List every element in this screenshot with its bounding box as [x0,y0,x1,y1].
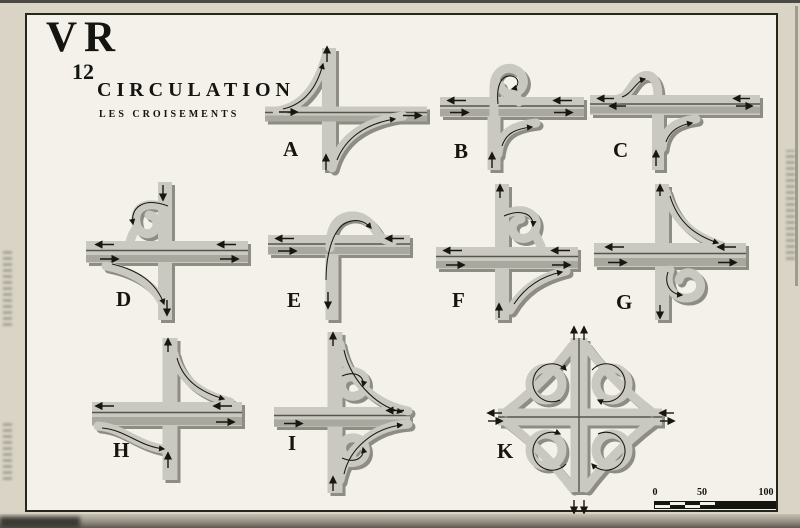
ramps [325,211,398,253]
flow-arrows [596,77,754,166]
diagram-i-graphic [274,331,416,496]
scan-edge-right [795,6,798,286]
diagram-h: H [80,334,265,483]
diagram-b: B [432,42,612,173]
scale-tick-100: 100 [758,487,774,498]
diagram-e-graphic [268,211,413,323]
flow-arrows [486,325,676,515]
diagram-b-label: B [454,139,469,163]
diagram-e-label: E [287,288,302,312]
diagram-c: C [590,42,777,173]
scale-bar-checker [655,502,715,508]
roads [498,338,662,492]
margin-bleed-text [3,420,12,480]
page-subtitle: LES CROISEMENTS [99,109,240,120]
plate-frame: VR 12 CIRCULATION LES CROISEMENTS [25,13,778,515]
scan-edge-top [0,0,800,3]
roads [274,332,410,493]
diagram-c-graphic [590,70,763,173]
diagram-g: G [594,180,777,323]
flow-arrows [442,183,572,318]
plate-number: 12 [72,59,94,84]
diagram-k-graphic [486,325,676,515]
diagram-h-graphic [92,337,245,483]
diagram-i: I [260,330,440,496]
loop-ramps [525,363,633,471]
diagram-b-graphic [440,63,587,173]
scale-bar: 0 50 100 [647,487,782,513]
scan-edge-bottom-left [0,517,80,528]
diagram-d: D [80,180,257,323]
series-label: VR [46,14,123,61]
flow-arrows [446,75,574,168]
scale-bar-rule [654,501,776,509]
diagram-h-label: H [113,438,130,462]
scale-tick-0: 0 [652,487,658,498]
flow-arrows [604,183,738,320]
diagram-e: E [260,180,435,323]
diagram-f: F [430,180,605,323]
diagram-f-label: F [452,288,465,312]
diagram-c-label: C [613,138,629,162]
diagram-k: K [484,324,699,516]
page-title: CIRCULATION [97,79,295,101]
ramps [489,63,541,159]
flow-arrows [94,337,236,468]
flow-arrows [94,185,240,317]
roads [594,184,746,320]
diagram-k-label: K [497,439,514,463]
flow-arrows [284,331,404,491]
diagram-a: A [257,42,437,176]
outer-ramps [501,341,657,493]
scale-tick-50: 50 [697,487,707,498]
diagram-a-label: A [283,137,299,161]
diagram-d-graphic [86,182,251,323]
margin-bleed-text [786,150,795,260]
diagram-a-graphic [265,45,430,176]
margin-bleed-text [3,248,12,326]
diagram-g-graphic [594,183,749,323]
ramps [613,70,701,153]
flow-arrows [274,219,404,310]
diagram-i-label: I [288,431,297,455]
diagram-g-label: G [616,290,633,314]
scale-bar-solid [715,502,775,508]
roads [436,184,578,320]
scan-edge-bottom [0,514,800,528]
diagram-f-graphic [436,183,581,323]
diagram-d-label: D [116,287,132,311]
flow-arrows [279,45,423,170]
